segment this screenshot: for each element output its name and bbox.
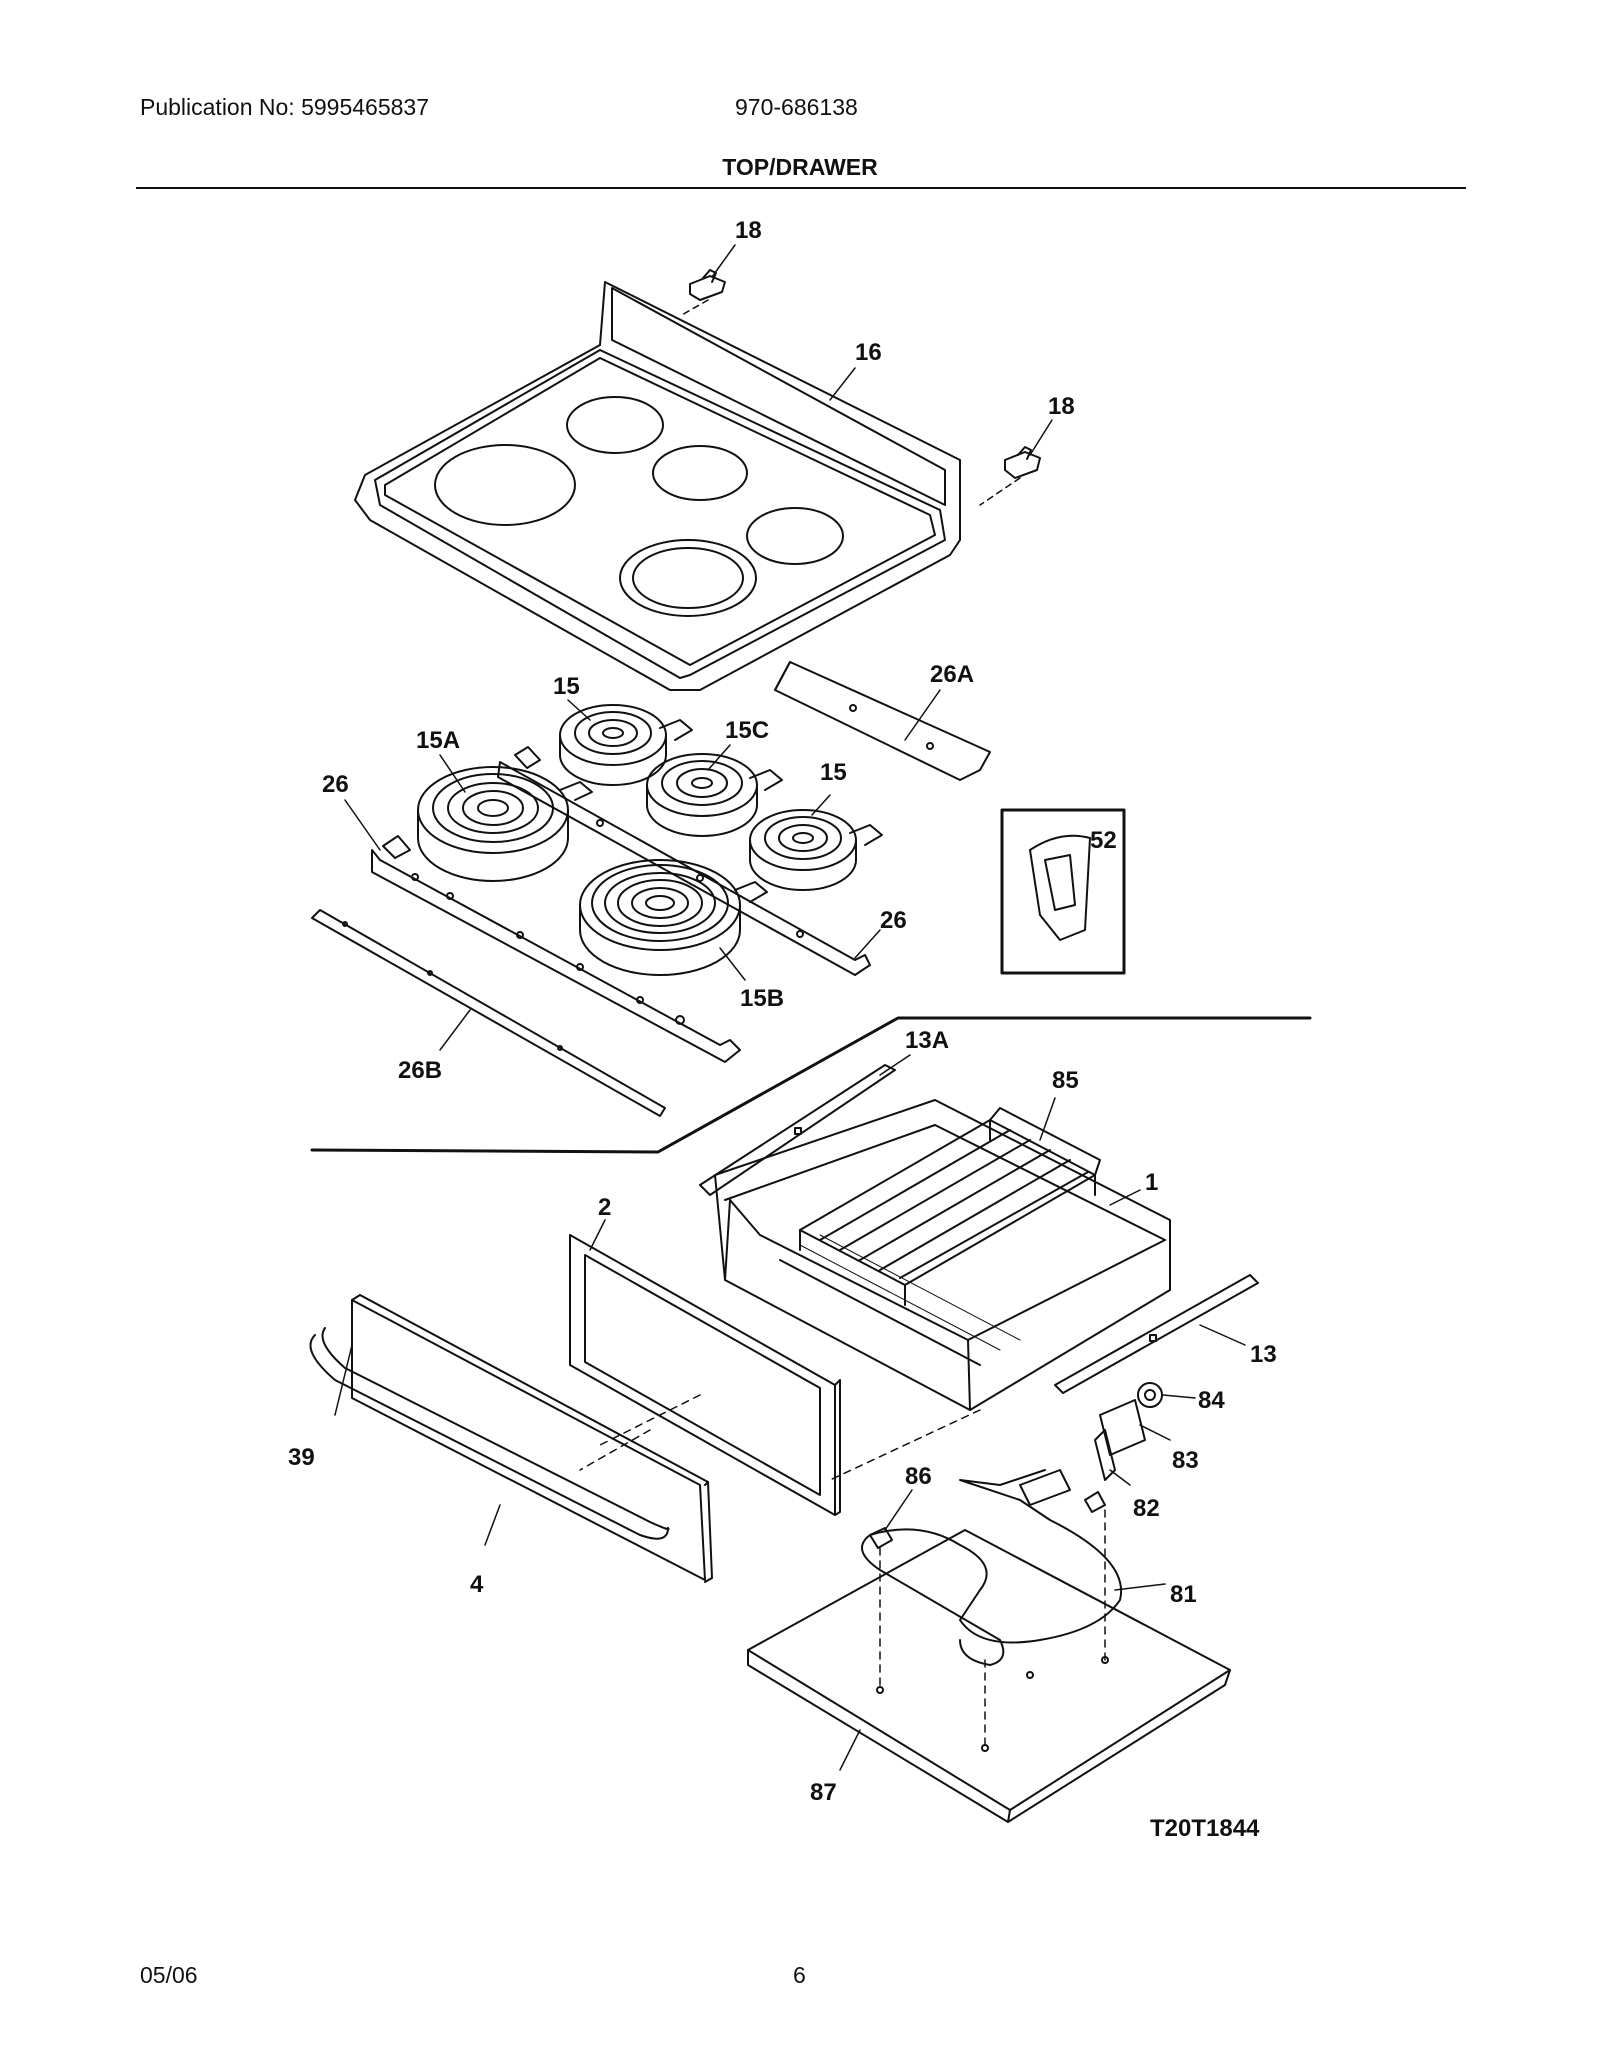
surface-element-15-right: [749, 809, 883, 891]
callout-39: 39: [288, 1444, 315, 1471]
drawer-body: [714, 1099, 1171, 1411]
page-number: 6: [793, 1962, 806, 1988]
callout-83: 83: [1172, 1447, 1199, 1474]
bracket-26a: [774, 661, 991, 781]
callout-18-top: 18: [735, 217, 762, 244]
surface-element-15a: [417, 766, 593, 882]
callout-15-right: 15: [820, 759, 847, 786]
callout-13a: 13A: [905, 1027, 949, 1054]
callout-52: 52: [1090, 827, 1117, 854]
callout-18-right: 18: [1048, 393, 1075, 420]
drawer-slide-13a: [699, 1064, 896, 1196]
bracket-18-top: [689, 269, 726, 301]
header-rule: [136, 187, 1466, 189]
callout-13: 13: [1250, 1341, 1277, 1368]
callout-81: 81: [1170, 1581, 1197, 1608]
callout-82: 82: [1133, 1495, 1160, 1522]
bake-element-81: [861, 1469, 1123, 1666]
callout-2: 2: [598, 1194, 611, 1221]
callout-26-left: 26: [322, 771, 349, 798]
drawer-slide-13: [1054, 1274, 1259, 1394]
drawer-front: [351, 1294, 713, 1583]
callout-15-top: 15: [553, 673, 580, 700]
drawer-bottom-pan: [747, 1529, 1231, 1823]
callout-15b: 15B: [740, 985, 784, 1012]
element-support-26-right: [497, 746, 871, 976]
drawer-rack: [799, 1107, 1101, 1306]
inset-part-52: [1000, 808, 1126, 975]
section-title: TOP/DRAWER: [722, 154, 878, 180]
thermostat-84: [1137, 1382, 1163, 1408]
publication-number: Publication No: 5995465837: [140, 94, 430, 120]
callout-1: 1: [1145, 1169, 1158, 1196]
trim-strip-26b: [311, 909, 666, 1117]
callout-15a: 15A: [416, 727, 460, 754]
callout-15c: 15C: [725, 717, 769, 744]
cooktop-main-top: [354, 281, 961, 691]
leader-lines: [334, 244, 1246, 1771]
clip-82: [1094, 1429, 1116, 1481]
callout-16: 16: [855, 339, 882, 366]
callout-84: 84: [1198, 1387, 1225, 1414]
drawer-inner-panel: [569, 1234, 841, 1516]
model-number: 970-686138: [735, 94, 858, 120]
footer-date: 05/06: [140, 1962, 198, 1988]
section-separator: [310, 1016, 1312, 1154]
callout-26b: 26B: [398, 1057, 442, 1084]
clip-86: [869, 1527, 893, 1549]
callout-26-right: 26: [880, 907, 907, 934]
bracket-83: [1099, 1399, 1146, 1456]
element-support-26-left: [371, 835, 741, 1063]
bracket-18-right: [1004, 446, 1041, 479]
callout-86: 86: [905, 1463, 932, 1490]
drawing-id: T20T1844: [1150, 1815, 1260, 1842]
callout-87: 87: [810, 1779, 837, 1806]
callout-4: 4: [470, 1571, 484, 1598]
surface-element-15c: [646, 753, 783, 837]
callout-26a: 26A: [930, 661, 974, 688]
drawer-handle: [309, 1327, 670, 1540]
surface-element-15-top: [559, 704, 693, 786]
callout-85: 85: [1052, 1067, 1079, 1094]
surface-element-15b: [579, 859, 768, 976]
